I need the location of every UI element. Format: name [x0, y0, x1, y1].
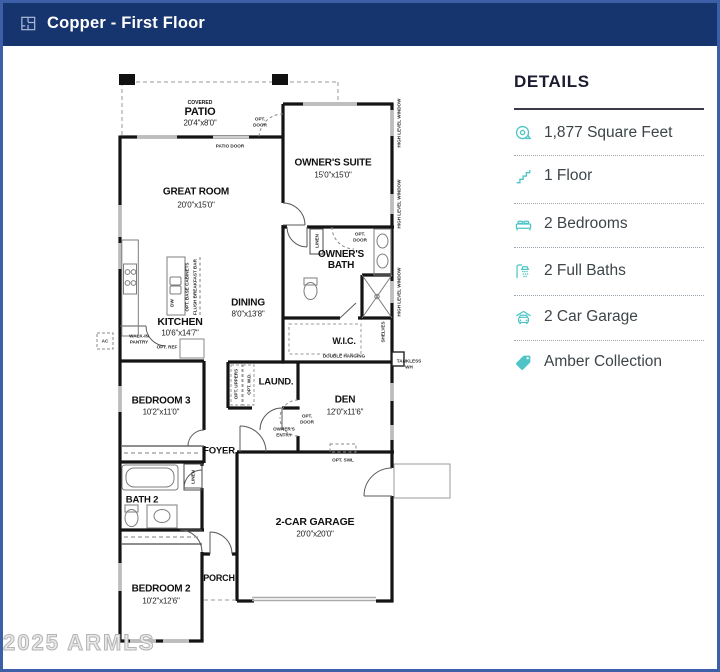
page-title: Copper - First Floor — [47, 13, 205, 32]
linen-label-bath: LINEN — [314, 234, 319, 248]
linen-label-bath2: LINEN — [190, 470, 196, 484]
separator — [514, 203, 704, 204]
detail-label: 2 Car Garage — [544, 308, 638, 325]
room-label-dining: DINING — [231, 297, 265, 309]
detail-label: 2 Full Baths — [544, 262, 626, 279]
room-label-wic: W.I.C. — [332, 336, 356, 346]
detail-baths: 2 Full Baths — [514, 260, 626, 282]
opt-uppers-label: OPT. UPPERS — [233, 368, 239, 400]
stairs-icon — [516, 169, 531, 183]
room-dims-great-room: 20'0"x15'0" — [177, 200, 215, 210]
optional-door-arcs — [258, 113, 357, 453]
room-dims-bedroom3: 10'2"x11'0" — [142, 407, 180, 417]
double-hanging-label: DOUBLE HANGING — [322, 353, 366, 359]
floorplan-icon — [21, 16, 36, 30]
patio-covered-label: COVERED — [187, 100, 213, 106]
ac-unit — [96, 332, 114, 350]
garage-door — [252, 596, 376, 602]
windows — [118, 102, 394, 643]
laundry-cabinets — [230, 364, 255, 406]
room-label-bedroom2: BEDROOM 2 — [131, 583, 191, 595]
separator — [514, 340, 704, 341]
divider — [514, 108, 704, 110]
tankless-wh-label: TANKLESS WH — [396, 358, 422, 369]
shower-icon — [516, 263, 530, 278]
room-label-owners-suite: OWNER'S SUITE — [294, 157, 372, 169]
detail-label: 1,877 Square Feet — [544, 124, 673, 141]
tape-measure-icon — [515, 125, 532, 139]
opt-base-cabinets-label: OPT. BASE CABINETS — [184, 262, 190, 312]
patio-posts — [119, 74, 288, 85]
opt-wd-label: OPT. W.D. — [246, 373, 252, 395]
kitchen-island — [166, 256, 201, 316]
bed-icon — [515, 220, 532, 230]
high-level-window-label-3: HIGH LEVEL WINDOW — [396, 267, 402, 317]
patio-door-label: PATIO DOOR — [215, 143, 245, 149]
room-label-garage: 2-CAR GARAGE — [275, 516, 355, 528]
separator — [514, 155, 704, 156]
details-panel: DETAILS 1,877 Square Feet 1 Floor — [512, 0, 706, 672]
room-dims-owners-suite: 15'0"x15'0" — [314, 170, 352, 180]
opt-door-label-patio: OPT. DOOR — [253, 116, 267, 127]
shower — [361, 274, 393, 319]
room-label-bedroom3: BEDROOM 3 — [131, 395, 191, 407]
details-heading: DETAILS — [514, 72, 590, 91]
wic-hanging — [288, 323, 362, 355]
bath-fixtures — [303, 228, 392, 300]
room-label-bath2: BATH 2 — [125, 494, 159, 506]
patio-outline — [121, 81, 339, 135]
high-level-window-label-2: HIGH LEVEL WINDOW — [396, 179, 402, 229]
room-dims-garage: 20'0"x20'0" — [296, 529, 334, 539]
room-label-laundry: LAUND. — [258, 376, 294, 388]
header-bar: Copper - First Floor — [0, 0, 720, 46]
room-label-porch: PORCH — [203, 573, 235, 583]
detail-label: Amber Collection — [544, 353, 663, 370]
separator — [514, 247, 704, 248]
kitchen-counter — [121, 239, 139, 337]
separator — [514, 295, 704, 296]
ac-label: AC — [101, 338, 109, 344]
bedroom-closets — [122, 445, 202, 545]
opt-door-label-bath: OPT. DOOR — [353, 231, 367, 242]
room-dims-bedroom2: 10'2"x12'6" — [142, 596, 180, 606]
opt-ref-label: OPT. REF — [156, 344, 178, 350]
door-arcs — [120, 202, 393, 555]
bath2-fixtures — [121, 463, 203, 529]
walk-in-pantry-label: WALK-IN PANTRY — [129, 333, 149, 344]
opt-swl-label: OPT. SWL — [332, 457, 354, 463]
walls — [118, 102, 394, 643]
opt-ref-box — [179, 338, 205, 359]
room-label-owners-bath: OWNER'S BATH — [318, 249, 364, 271]
shelves-label: SHELVES — [380, 321, 386, 343]
detail-square-feet: 1,877 Square Feet — [514, 122, 672, 144]
car-icon — [516, 310, 531, 324]
owners-entry-label: OWNER'S ENTRY — [273, 426, 295, 437]
room-label-den: DEN — [334, 394, 356, 406]
detail-bedrooms: 2 Bedrooms — [514, 213, 628, 235]
detail-floors: 1 Floor — [514, 165, 592, 187]
high-level-window-label-1: HIGH LEVEL WINDOW — [396, 98, 402, 148]
opt-door-label-den: OPT. DOOR — [300, 413, 314, 424]
detail-collection: Amber Collection — [514, 351, 662, 373]
room-dims-patio: 20'4"x8'0" — [183, 118, 217, 128]
detail-garage: 2 Car Garage — [514, 306, 638, 328]
tag-icon — [516, 355, 531, 370]
room-label-great-room: GREAT ROOM — [162, 186, 230, 198]
room-dims-kitchen: 10'6"x14'7" — [161, 328, 199, 338]
detail-label: 1 Floor — [544, 167, 593, 184]
garage-landing — [393, 463, 451, 499]
flush-breakfast-bar-label: FLUSH BREAKFAST BAR — [192, 259, 198, 315]
detail-label: 2 Bedrooms — [544, 215, 628, 232]
armls-watermark: 2025 ARMLS — [2, 630, 156, 656]
room-dims-dining: 8'0"x13'8" — [231, 309, 265, 319]
tankless-wh-box — [391, 351, 405, 367]
dw-label: DW — [169, 299, 175, 307]
room-label-kitchen: KITCHEN — [157, 316, 203, 328]
room-dims-den: 12'0"x11'6" — [326, 407, 364, 417]
patio-door-glass — [213, 135, 249, 139]
room-label-foyer: FOYER — [203, 445, 235, 457]
room-label-patio: PATIO — [184, 106, 216, 118]
